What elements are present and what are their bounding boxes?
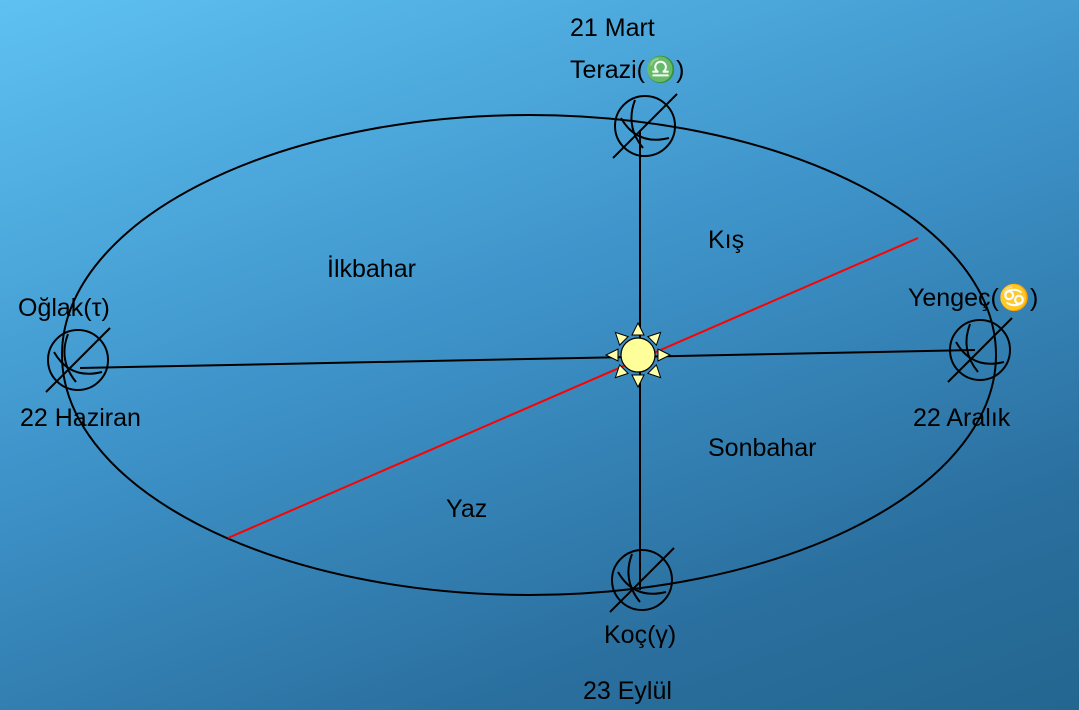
season-summer-label: Yaz (446, 495, 488, 523)
right-sign-label: Yengeç(♋) (908, 284, 1039, 312)
earth-orbit (61, 114, 997, 596)
horizontal-axis-line (79, 349, 976, 369)
bottom-sign-label: Koç(γ) (604, 621, 677, 649)
season-spring-label: İlkbahar (327, 255, 416, 283)
ecliptic-axis-line (227, 237, 919, 539)
earth-globe-top-icon (612, 93, 678, 159)
top-date-label: 21 Mart (570, 14, 655, 42)
left-sign-label: Oğlak(τ) (18, 294, 110, 322)
top-sign-label: Terazi(♎) (570, 56, 685, 84)
left-date-label: 22 Haziran (20, 404, 141, 432)
sun-icon (604, 321, 672, 389)
bottom-date-label: 23 Eylül (583, 677, 672, 705)
earth-globe-bottom-icon (609, 547, 675, 613)
earth-globe-left-icon (45, 327, 111, 393)
season-winter-label: Kış (708, 226, 745, 254)
season-autumn-label: Sonbahar (708, 434, 817, 462)
right-date-label: 22 Aralık (913, 404, 1011, 432)
earth-globe-right-icon (947, 317, 1013, 383)
